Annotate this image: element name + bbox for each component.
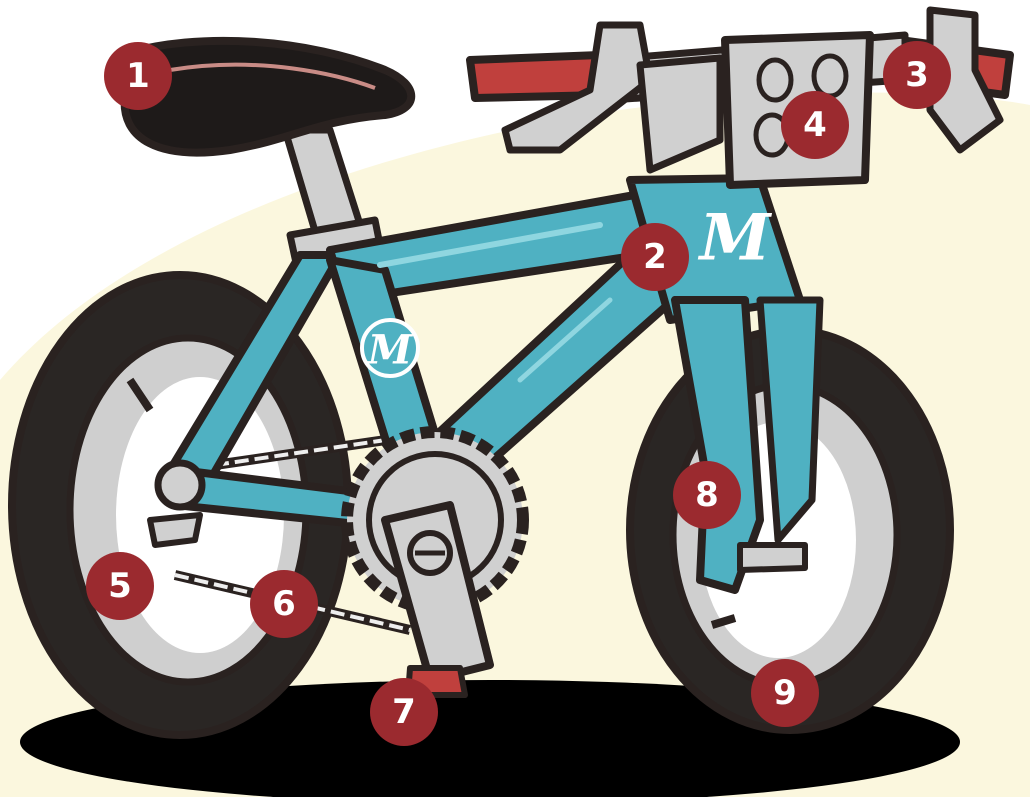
callout-marker-3: 3 xyxy=(883,41,951,109)
svg-text:M: M xyxy=(366,327,414,374)
callout-marker-2: 2 xyxy=(621,223,689,291)
svg-text:6: 6 xyxy=(272,584,296,624)
callout-marker-8: 8 xyxy=(673,461,741,529)
callout-marker-6: 6 xyxy=(250,570,318,638)
svg-text:5: 5 xyxy=(108,566,132,606)
svg-text:3: 3 xyxy=(905,55,929,95)
svg-text:8: 8 xyxy=(695,475,719,515)
callout-marker-7: 7 xyxy=(370,678,438,746)
svg-text:9: 9 xyxy=(773,673,797,713)
callout-marker-4: 4 xyxy=(781,91,849,159)
callout-marker-1: 1 xyxy=(104,42,172,110)
svg-text:M: M xyxy=(698,201,773,276)
svg-text:4: 4 xyxy=(803,105,827,145)
svg-text:1: 1 xyxy=(126,56,150,96)
svg-text:2: 2 xyxy=(643,237,667,277)
callout-marker-9: 9 xyxy=(751,659,819,727)
svg-text:7: 7 xyxy=(392,692,416,732)
callout-marker-5: 5 xyxy=(86,552,154,620)
